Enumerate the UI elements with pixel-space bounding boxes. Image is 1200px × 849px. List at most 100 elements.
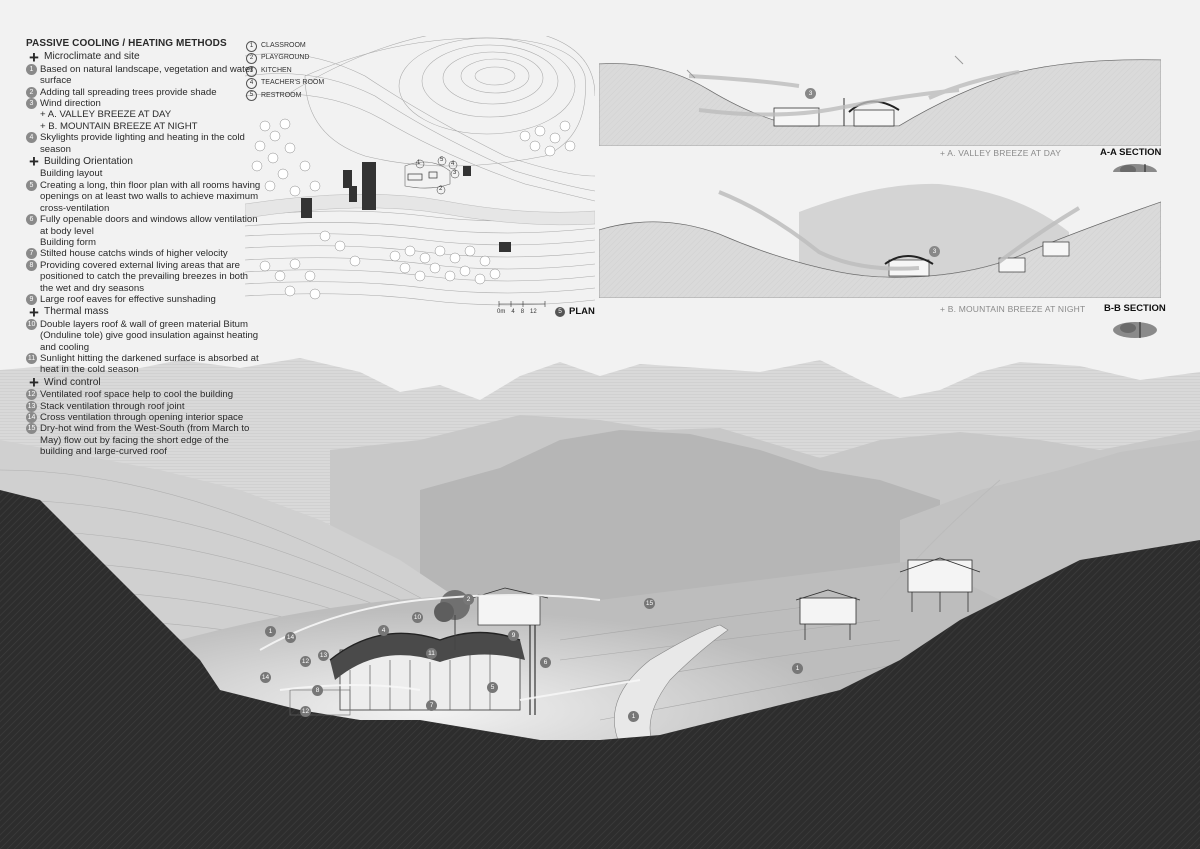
perspective-marker: 8 — [312, 685, 323, 696]
number-badge: 8 — [26, 259, 37, 271]
plan-number-3: 3 — [453, 170, 457, 176]
number-badge: 5 — [26, 179, 37, 191]
perspective-marker: 10 — [412, 612, 423, 623]
legend-item-text: Wind direction — [40, 98, 101, 110]
plan-legend-item: 1 CLASSROOM — [246, 40, 324, 52]
legend-item-text: Stack ventilation through roof joint — [40, 400, 185, 412]
plan-title-text: PLAN — [569, 306, 595, 317]
legend-item-text: Adding tall spreading trees provide shad… — [40, 86, 217, 98]
section-b-marker: 3 — [929, 246, 940, 257]
section-a-title: A-A SECTION — [1100, 147, 1162, 158]
stilted-house-1 — [795, 589, 861, 640]
scale-bar-labels: 0m 4 8 12 — [497, 309, 537, 315]
plus-icon: + — [29, 152, 39, 172]
legend-item-text: Creating a long, thin floor plan with al… — [40, 179, 261, 214]
section-b-key-icon — [1113, 322, 1157, 338]
plan-legend-label: PLAYGROUND — [261, 54, 310, 62]
circle-number-icon: 5 — [246, 90, 257, 102]
circle-number-icon: 3 — [246, 65, 257, 77]
section-heading-orientation: + Building Orientation — [28, 152, 262, 172]
heading-text: Wind control — [44, 376, 101, 388]
perspective-marker: 13 — [318, 650, 329, 661]
number-badge: 12 — [26, 389, 37, 401]
scale-label: 12 — [530, 309, 537, 315]
section-a-caption: + A. VALLEY BREEZE AT DAY — [940, 148, 1062, 158]
perspective-marker: 2 — [463, 594, 474, 605]
number-badge: 13 — [26, 400, 37, 412]
legend-item-text: Based on natural landscape, vegetation a… — [40, 63, 254, 87]
perspective-marker: 1 — [792, 663, 803, 674]
plan-legend-label: CLASSROOM — [261, 42, 306, 49]
legend-item-text: Fully openable doors and windows allow v… — [40, 214, 258, 237]
number-badge: 14 — [26, 412, 37, 423]
number-badge: 11 — [26, 352, 37, 364]
stilted-house-2 — [899, 557, 981, 612]
subheading-layout: Building layout — [40, 168, 103, 180]
subheading-form: Building form — [40, 236, 96, 248]
perspective-marker: 11 — [426, 648, 437, 659]
section-a-marker: 3 — [805, 88, 816, 99]
plus-icon: + — [29, 47, 39, 67]
legend-title: PASSIVE COOLING / HEATING METHODS — [26, 38, 227, 49]
plan-number-badge: 5 — [555, 306, 565, 317]
scale-label: 4 — [511, 309, 515, 315]
legend-item-text: Sunlight hitting the darkened surface is… — [40, 352, 259, 376]
perspective-marker: 14 — [285, 632, 296, 643]
number-badge: 7 — [26, 248, 37, 260]
plus-icon: + — [29, 372, 39, 392]
perspective-marker: 5 — [487, 682, 498, 693]
heading-text: Thermal mass — [44, 306, 109, 318]
plan-legend-label: RESTROOM — [261, 91, 302, 99]
number-badge: 2 — [26, 86, 37, 98]
section-b-drawing — [599, 172, 1161, 298]
number-badge: 4 — [26, 132, 37, 144]
legend-item-text: Dry-hot wind from the West-South (from M… — [40, 423, 250, 458]
legend-item-text: Skylights provide lighting and heating i… — [40, 132, 245, 155]
number-badge: 15 — [26, 423, 37, 435]
number-badge: 6 — [26, 214, 37, 226]
circle-number-icon: 1 — [246, 40, 257, 52]
heading-text: Building Orientation — [44, 156, 133, 168]
heading-text: Microclimate and site — [44, 51, 140, 63]
legend-subitem: + B. MOUNTAIN BREEZE AT NIGHT — [40, 120, 198, 132]
perspective-marker: 1 — [628, 711, 639, 722]
number-badge: 9 — [26, 293, 37, 305]
plan-title: 5 PLAN — [555, 306, 595, 317]
plan-legend-label: TEACHER'S ROOM — [261, 79, 325, 87]
number-badge: 10 — [26, 318, 37, 330]
scale-label: 0m — [497, 309, 506, 315]
legend-subitem: + A. VALLEY BREEZE AT DAY — [40, 109, 172, 121]
legend-item-text: Cross ventilation through opening interi… — [40, 412, 244, 423]
scale-label: 8 — [520, 309, 525, 315]
perspective-marker: 7 — [426, 700, 437, 711]
site-plan — [245, 36, 595, 318]
legend-item-text: Stilted house catchs winds of higher vel… — [40, 248, 228, 260]
perspective-marker: 15 — [644, 598, 655, 609]
legend-item-text: Double layers roof & wall of green mater… — [40, 318, 259, 353]
plan-number-1: 1 — [417, 160, 421, 166]
legend-item-text: Large roof eaves for effective sunshadin… — [40, 293, 216, 305]
plan-legend-item: 5 RESTROOM — [246, 90, 324, 102]
section-heading-thermal: + Thermal mass — [28, 302, 262, 322]
perspective-marker: 9 — [508, 630, 519, 641]
section-b-caption: + B. MOUNTAIN BREEZE AT NIGHT — [940, 304, 1086, 314]
number-badge: 3 — [26, 98, 37, 110]
plan-legend-label: KITCHEN — [261, 66, 292, 74]
section-heading-wind: + Wind control — [28, 372, 262, 392]
plus-icon: + — [29, 302, 39, 322]
